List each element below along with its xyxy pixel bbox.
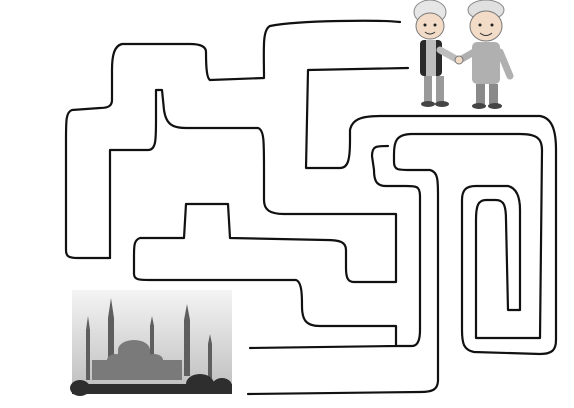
maze-walls <box>64 19 558 396</box>
children-shaking-hands <box>413 0 514 109</box>
right-boy-figure <box>456 0 514 109</box>
handshake-icon <box>454 55 464 65</box>
maze-wall-outer-left <box>64 19 402 260</box>
dome-icon <box>92 340 182 380</box>
left-boy-figure <box>413 0 462 107</box>
maze-wall-inner-left <box>108 88 398 350</box>
maze-wall-inner-right <box>370 144 422 348</box>
trees <box>70 374 232 396</box>
mosque-photo <box>70 290 232 396</box>
maze-wall-center-upper <box>246 66 558 396</box>
